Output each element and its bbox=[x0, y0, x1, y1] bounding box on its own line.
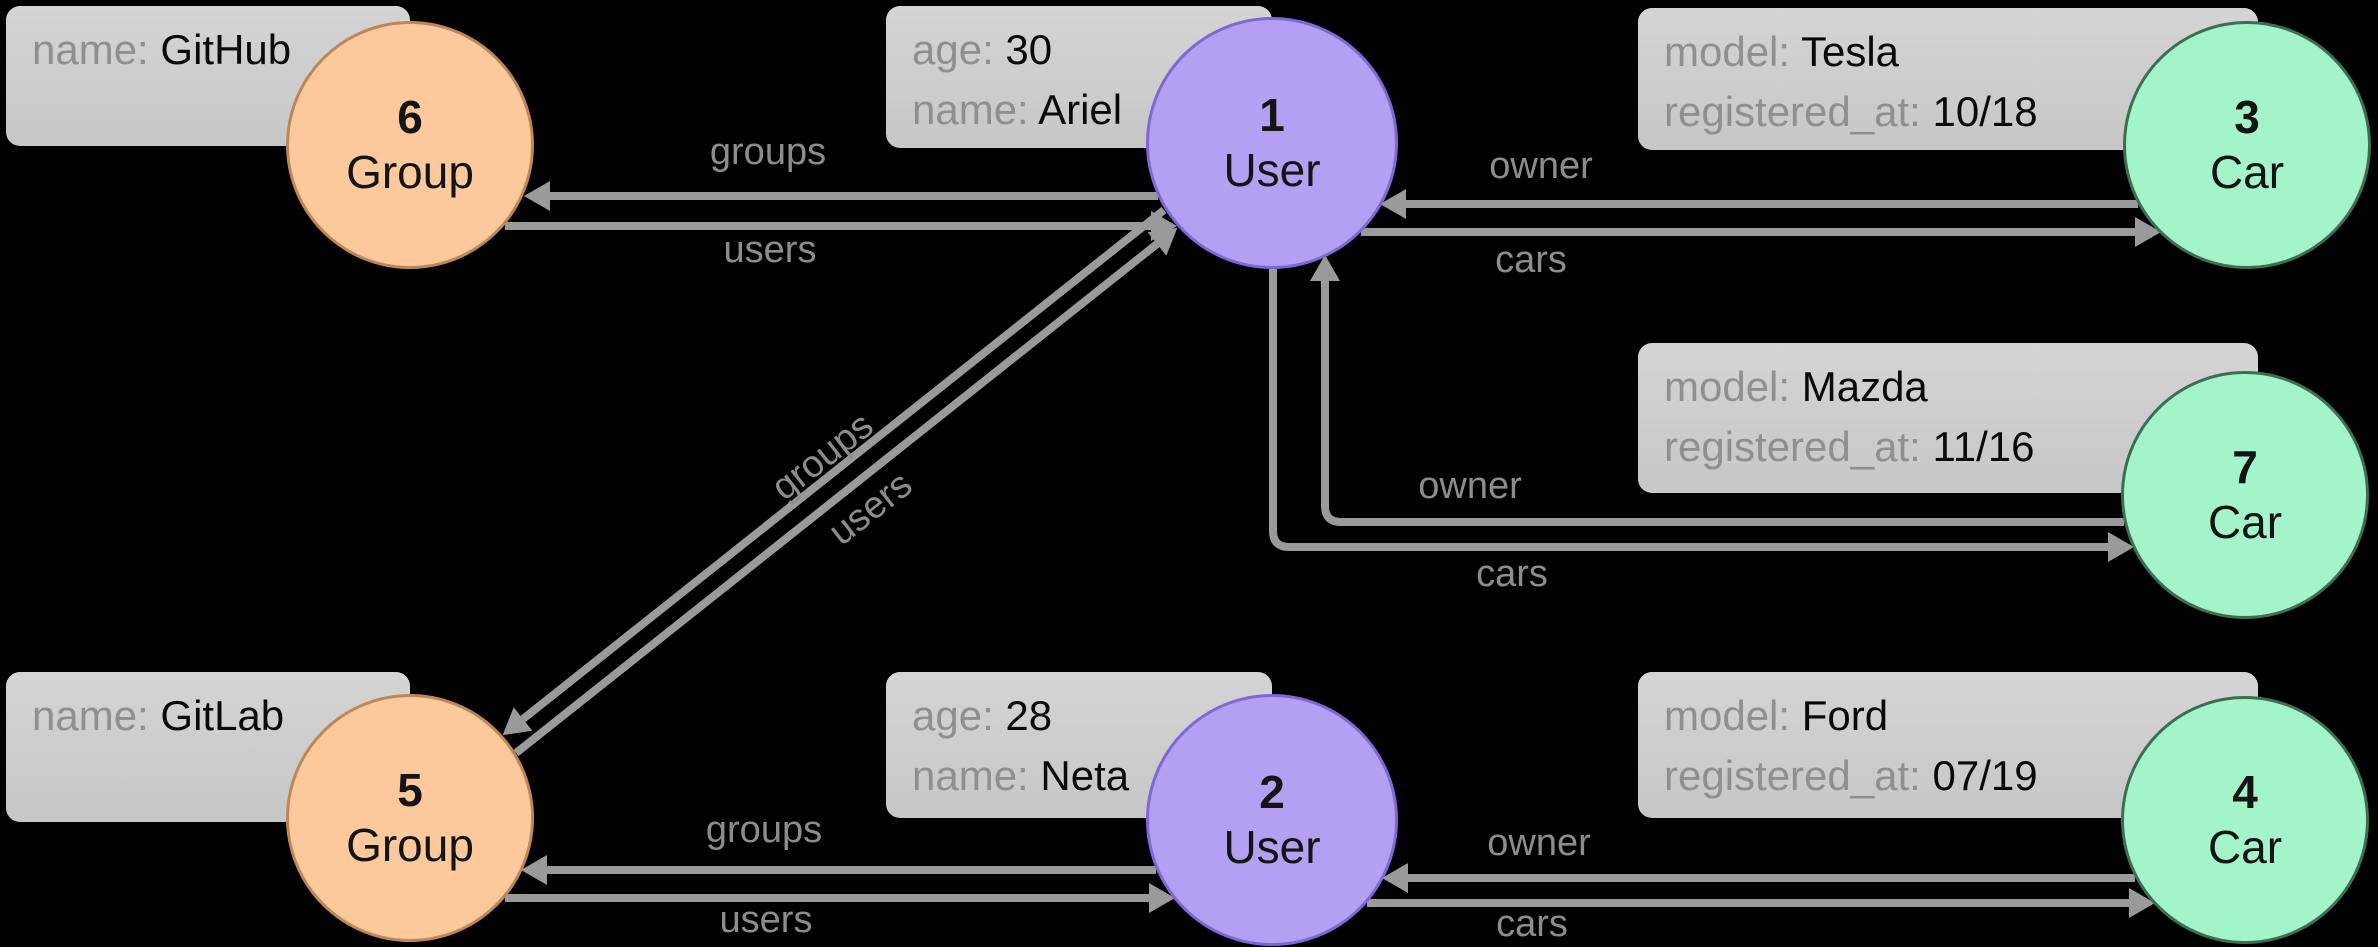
property-value: Ford bbox=[1790, 692, 1889, 739]
property-value: 07/19 bbox=[1920, 752, 2038, 799]
property-value: GitLab bbox=[148, 692, 285, 739]
property-row: name: GitLab bbox=[32, 686, 384, 746]
node-id: 5 bbox=[397, 764, 423, 816]
property-row: name: Ariel bbox=[912, 80, 1246, 140]
property-value: 10/18 bbox=[1920, 88, 2038, 135]
node-label: Car bbox=[2207, 821, 2283, 873]
property-row: age: 30 bbox=[912, 20, 1246, 80]
property-key: age: bbox=[912, 26, 994, 73]
property-row: registered_at: 10/18 bbox=[1664, 82, 2232, 142]
property-key: registered_at: bbox=[1664, 88, 1921, 135]
node-label: User bbox=[1223, 821, 1321, 873]
property-row: name: Neta bbox=[912, 746, 1246, 806]
property-row: registered_at: 07/19 bbox=[1664, 746, 2232, 806]
node-id: 4 bbox=[2232, 766, 2258, 818]
property-key: name: bbox=[32, 692, 149, 739]
node-label: User bbox=[1223, 144, 1321, 196]
node-id: 7 bbox=[2232, 441, 2258, 493]
property-key: model: bbox=[1664, 28, 1791, 75]
property-value: GitHub bbox=[148, 26, 292, 73]
property-value: Tesla bbox=[1790, 28, 1900, 75]
property-value: Neta bbox=[1028, 752, 1130, 799]
property-value: Ariel bbox=[1028, 86, 1123, 133]
node-label: Car bbox=[2209, 146, 2285, 198]
node-id: 6 bbox=[397, 91, 423, 143]
node-id: 1 bbox=[1259, 89, 1285, 141]
node-label: Group bbox=[346, 819, 474, 871]
property-key: name: bbox=[912, 752, 1029, 799]
node-label: Group bbox=[346, 146, 474, 198]
node-label: Car bbox=[2207, 496, 2283, 548]
property-row: name: GitHub bbox=[32, 20, 384, 80]
property-key: name: bbox=[32, 26, 149, 73]
node-id: 3 bbox=[2234, 91, 2260, 143]
property-row: model: Tesla bbox=[1664, 22, 2232, 82]
property-key: registered_at: bbox=[1664, 752, 1921, 799]
property-key: model: bbox=[1664, 692, 1791, 739]
property-key: name: bbox=[912, 86, 1029, 133]
property-row: model: Ford bbox=[1664, 686, 2232, 746]
node-id: 2 bbox=[1259, 766, 1285, 818]
property-value: 30 bbox=[993, 26, 1053, 73]
